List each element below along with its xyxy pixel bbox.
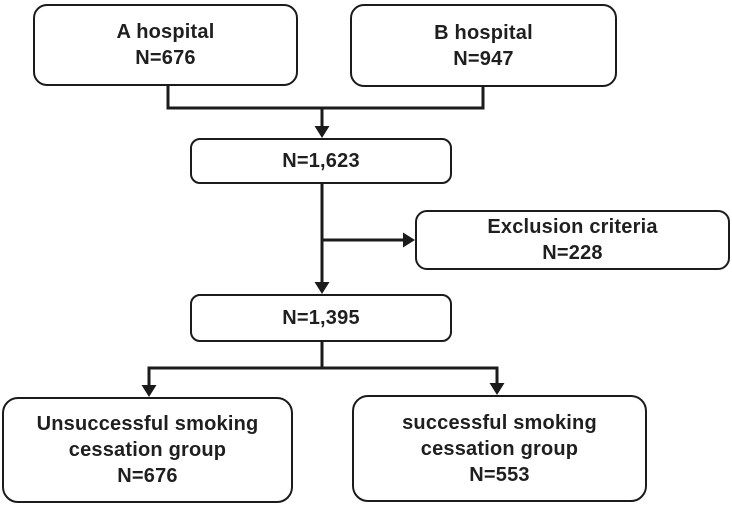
successful-group-count: N=553 <box>469 463 530 486</box>
exclusion-label: Exclusion criteria <box>487 216 658 238</box>
unsuccessful-group-line1: Unsuccessful smoking <box>36 413 259 435</box>
successful-group-box: successful smoking cessation group N=553 <box>352 395 647 502</box>
unsuccessful-group-count: N=676 <box>117 465 178 487</box>
hospital-a-box: A hospital N=676 <box>33 4 298 86</box>
successful-group-line1: successful smoking <box>402 411 597 434</box>
arrowhead-to-successful <box>489 383 505 395</box>
arrowhead-to-included <box>314 282 330 294</box>
exclusion-count: N=228 <box>542 242 603 264</box>
included-count: N=1,395 <box>282 307 360 329</box>
hospital-b-box: B hospital N=947 <box>350 4 617 87</box>
hospital-a-count: N=676 <box>135 47 196 69</box>
unsuccessful-group-line2: cessation group <box>68 439 227 461</box>
unsuccessful-group-box: Unsuccessful smoking cessation group N=6… <box>2 397 293 503</box>
total-enrolled-count: N=1,623 <box>282 150 360 172</box>
exclusion-criteria-box: Exclusion criteria N=228 <box>415 210 730 270</box>
successful-group-line2: cessation group <box>420 437 579 460</box>
arrowhead-to-total <box>314 126 330 138</box>
hospital-b-count: N=947 <box>453 47 514 70</box>
hospital-b-label: B hospital <box>434 21 533 44</box>
total-enrolled-box: N=1,623 <box>190 138 452 184</box>
included-box: N=1,395 <box>190 294 452 342</box>
arrowhead-to-unsuccessful <box>141 385 157 397</box>
arrowhead-to-exclusion <box>403 232 415 248</box>
hospital-a-label: A hospital <box>116 21 215 43</box>
